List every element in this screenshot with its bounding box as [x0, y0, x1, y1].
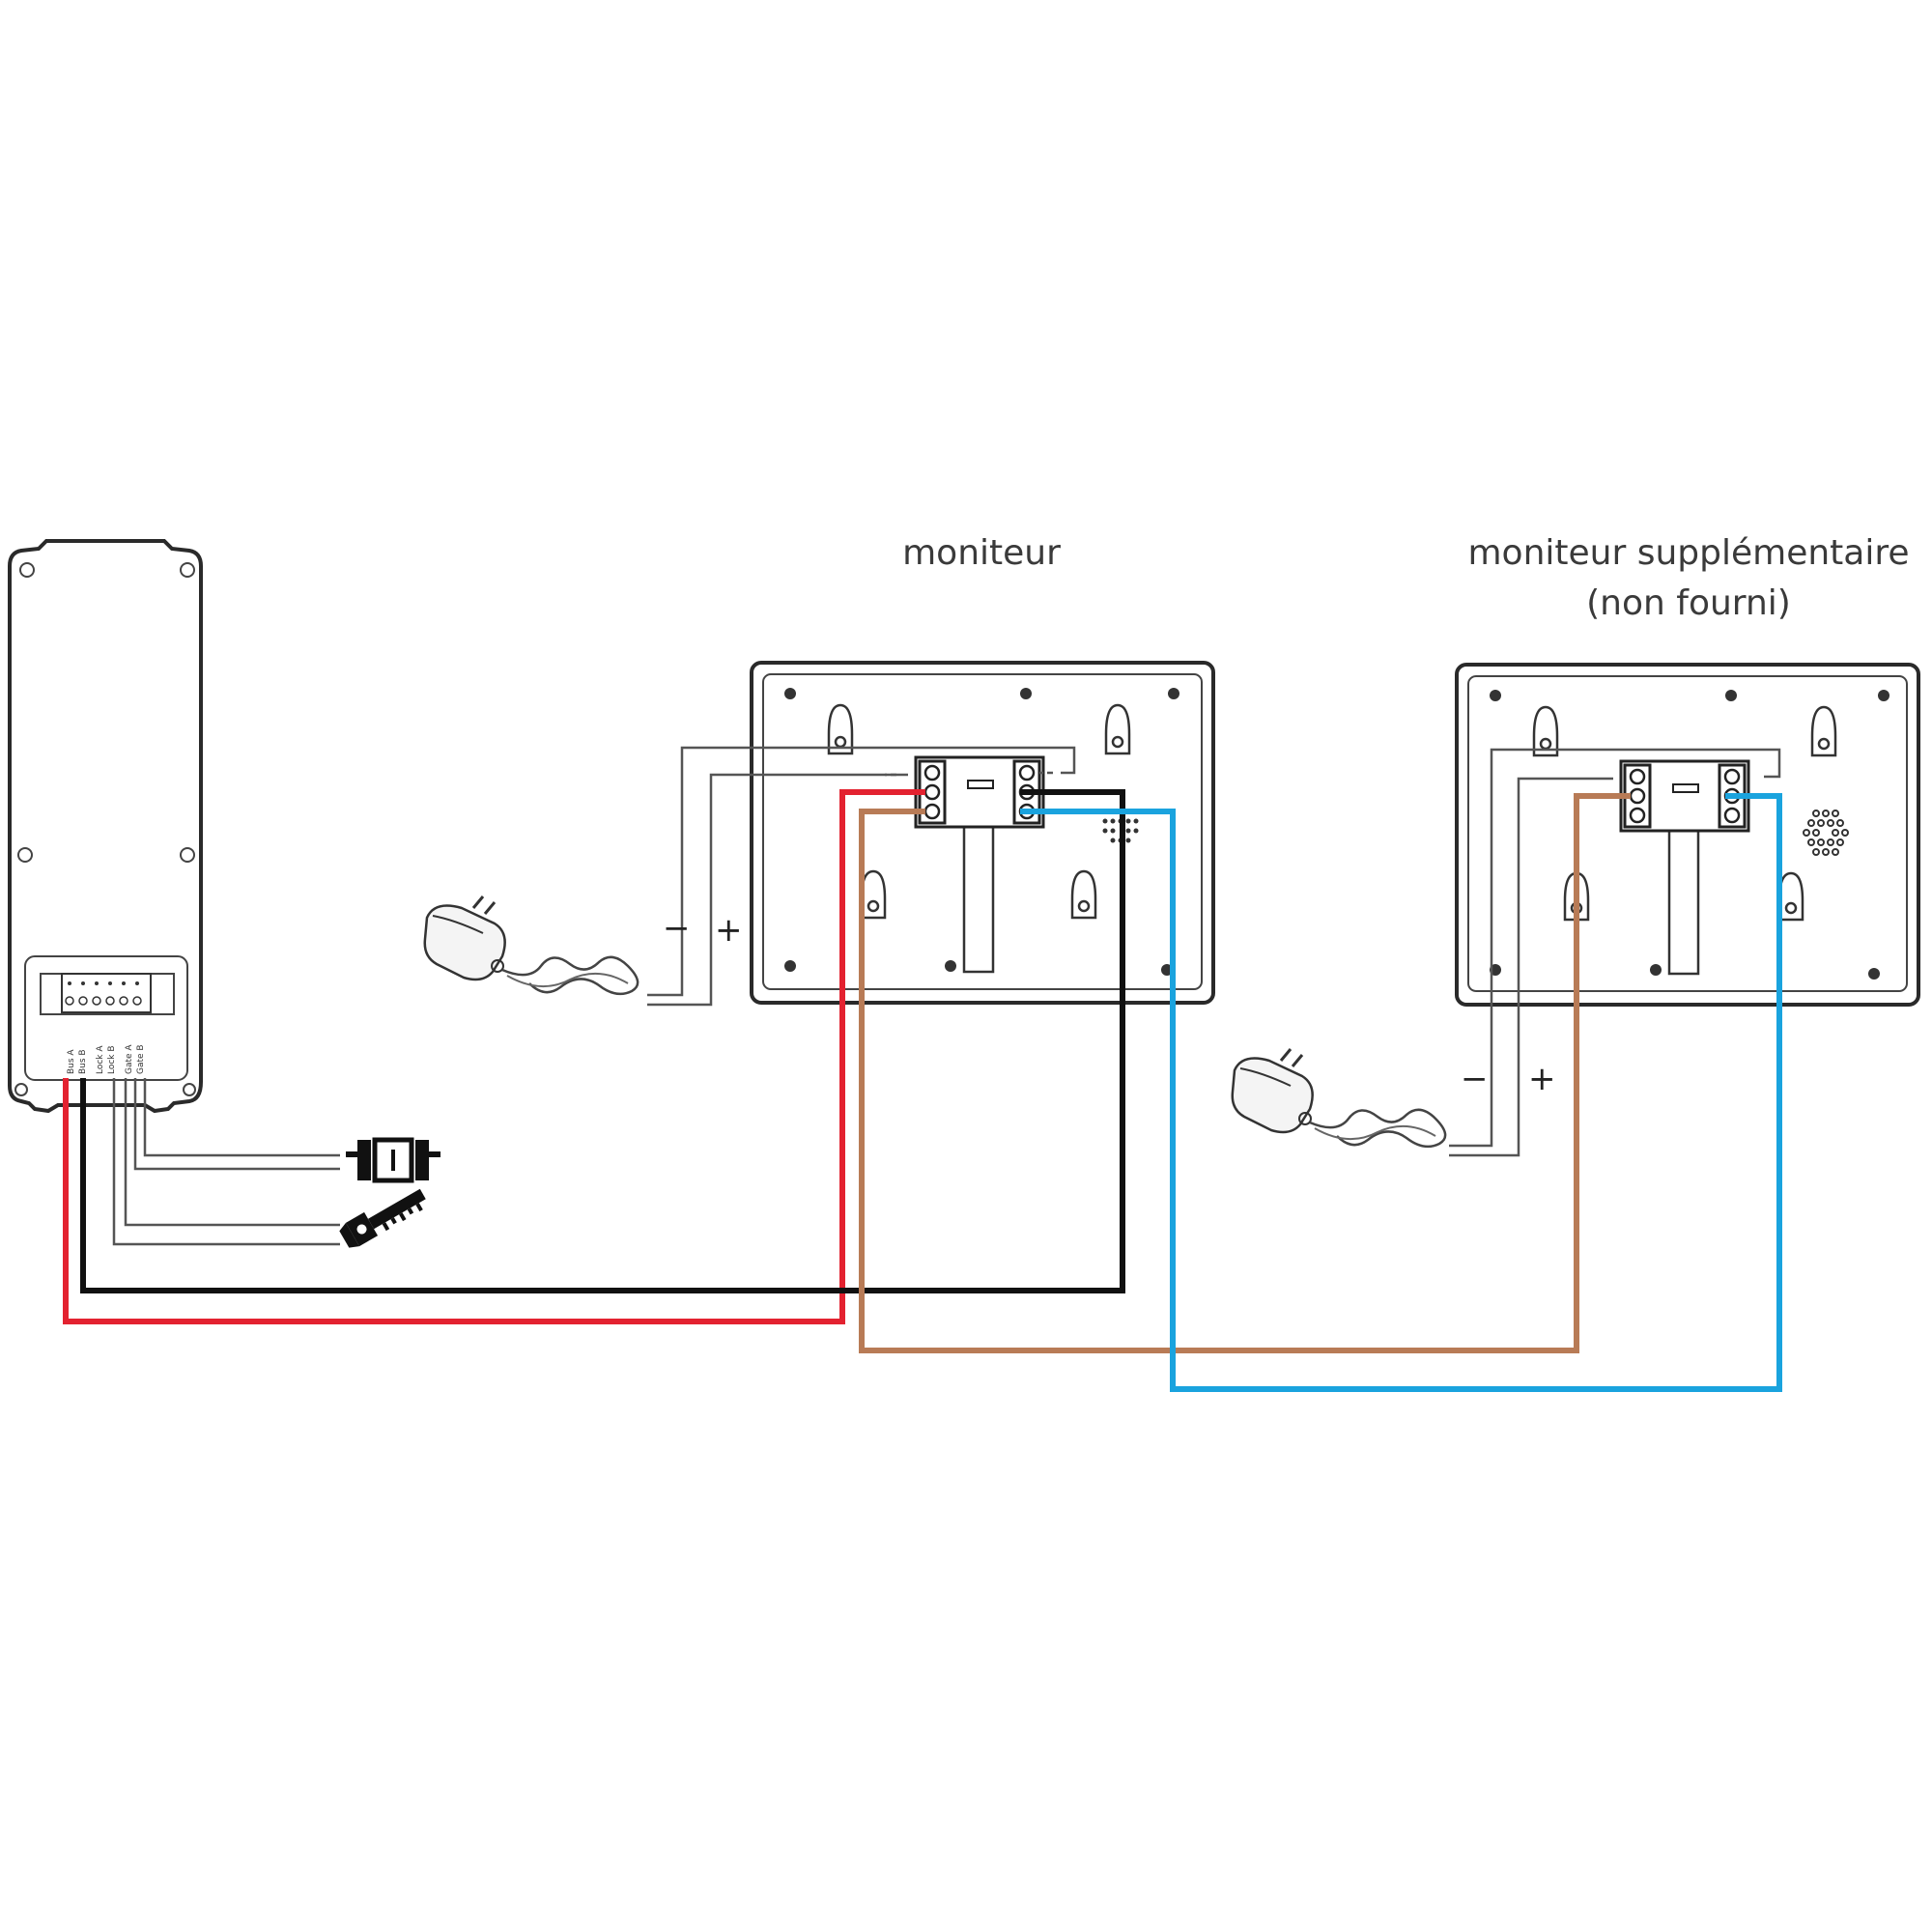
wire-brown — [859, 793, 1631, 1353]
wire-blue — [1020, 793, 1782, 1392]
extra-power-minus-sign: − — [1461, 1060, 1489, 1098]
extra-monitor-icon — [1455, 663, 1920, 1007]
gate-icon — [346, 1137, 440, 1183]
lock-icon — [339, 1188, 426, 1248]
terminal-bus-b: Bus B — [78, 1049, 88, 1074]
accessory-wires — [112, 1078, 340, 1246]
power-minus-sign: − — [663, 909, 691, 948]
terminal-gate-b: Gate B — [136, 1044, 146, 1074]
monitor-icon — [750, 661, 1215, 1005]
extra-monitor-label: moniteur supplémentaire — [1467, 533, 1909, 573]
bus-wires — [63, 789, 1782, 1392]
power-wires — [647, 746, 1781, 1157]
monitor-label: moniteur — [902, 533, 1061, 573]
extra-power-plus-sign: + — [1528, 1060, 1556, 1098]
power-adapter-icon — [423, 895, 639, 996]
terminal-gate-a: Gate A — [125, 1044, 134, 1074]
extra-monitor-note: (non fourni) — [1586, 583, 1791, 623]
wire-black — [80, 789, 1125, 1293]
power-adapter-icon — [1231, 1048, 1447, 1149]
terminal-bus-a: Bus A — [67, 1049, 76, 1074]
door-station-icon: Bus A Bus B Lock A Lock B Gate A Gate B — [8, 539, 203, 1114]
terminal-lock-b: Lock B — [107, 1045, 117, 1074]
power-plus-sign: + — [715, 911, 743, 950]
terminal-lock-a: Lock A — [96, 1045, 105, 1074]
wire-red — [63, 789, 925, 1324]
